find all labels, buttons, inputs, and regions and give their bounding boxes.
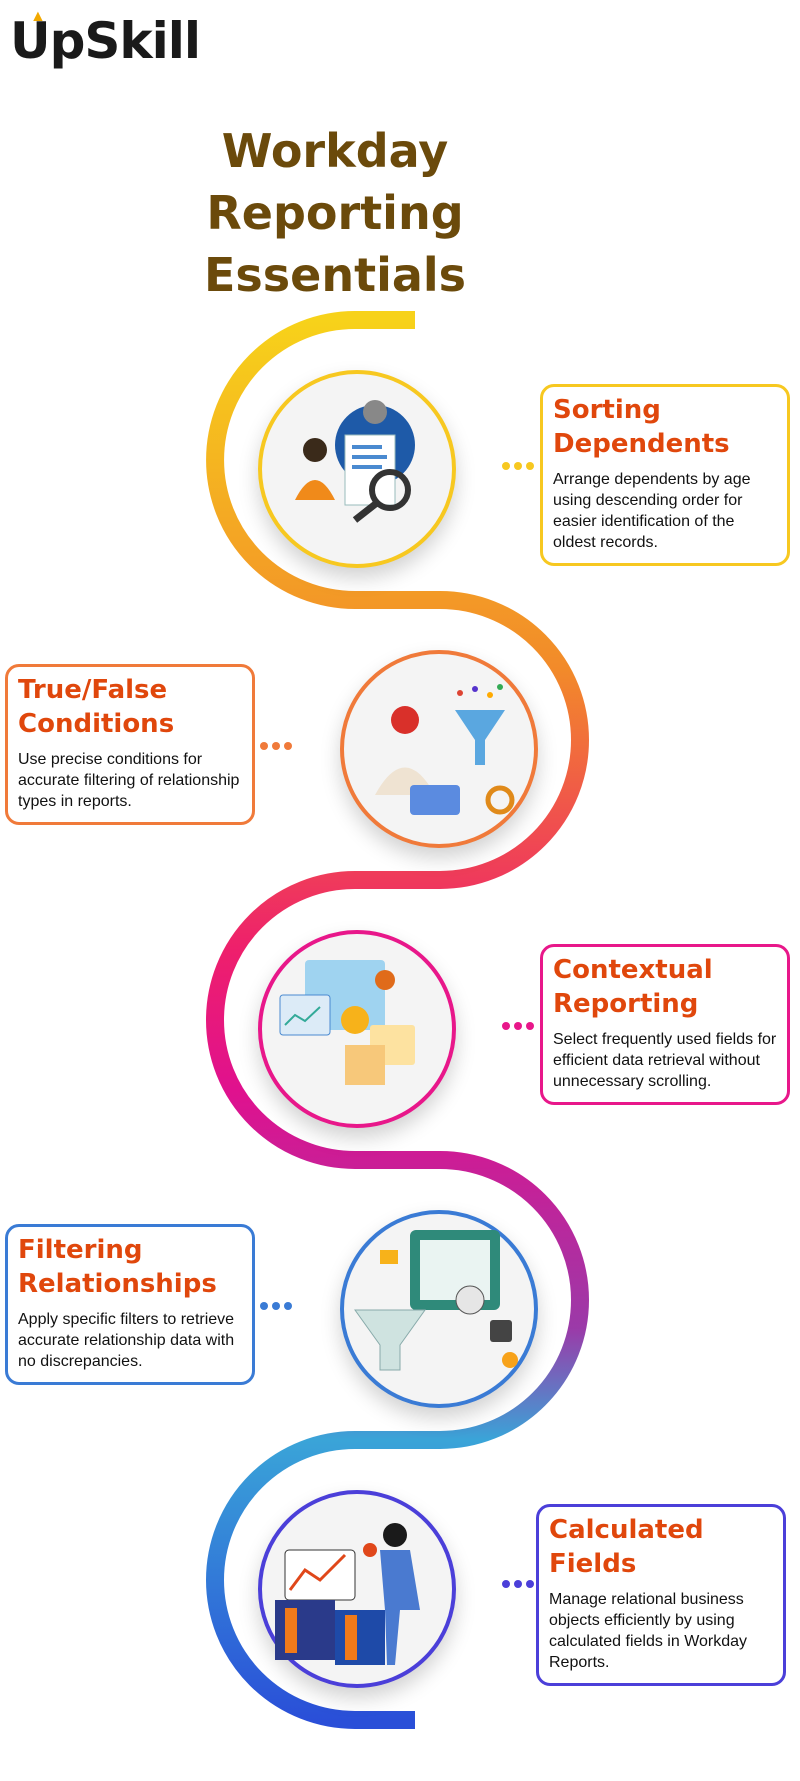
step-4-card: Filtering Relationships Apply specific f… [5,1224,255,1385]
step-1-heading: Sorting Dependents [553,395,730,459]
step-5-heading: Calculated Fields [549,1515,704,1579]
step-2-card: True/False Conditions Use precise condit… [5,664,255,825]
logo-arrow-icon: ▲ [30,8,46,25]
title-line-2: Essentials [203,248,467,302]
step-3-card: Contextual Reporting Select frequently u… [540,944,790,1105]
step-3-connector [502,1022,534,1030]
page-title: Workday Reporting Essentials [100,120,570,306]
step-5-connector [502,1580,534,1588]
dashboard-icon [279,960,415,1085]
step-4-connector [260,1302,292,1310]
title-line-1: Workday Reporting [206,124,464,240]
step-5-body: Manage relational business objects effic… [549,1591,748,1671]
logo: UpSkill [10,12,201,70]
data-filter-icon [375,684,515,815]
funnel-icon [354,1230,518,1371]
step-3-heading: Contextual Reporting [553,955,713,1019]
step-5-card: Calculated Fields Manage relational busi… [536,1504,786,1686]
step-2-heading: True/False Conditions [18,675,175,739]
step-1-card: Sorting Dependents Arrange dependents by… [540,384,790,566]
calculation-icon [275,1523,420,1665]
step-4-heading: Filtering Relationships [18,1235,217,1299]
step-1-body: Arrange dependents by age using descendi… [553,471,751,551]
step-4-body: Apply specific filters to retrieve accur… [18,1311,235,1370]
document-search-icon [295,400,415,523]
step-3-body: Select frequently used fields for effici… [553,1031,777,1090]
step-1-connector [502,462,534,470]
step-2-connector [260,742,292,750]
step-2-body: Use precise conditions for accurate filt… [18,751,240,810]
